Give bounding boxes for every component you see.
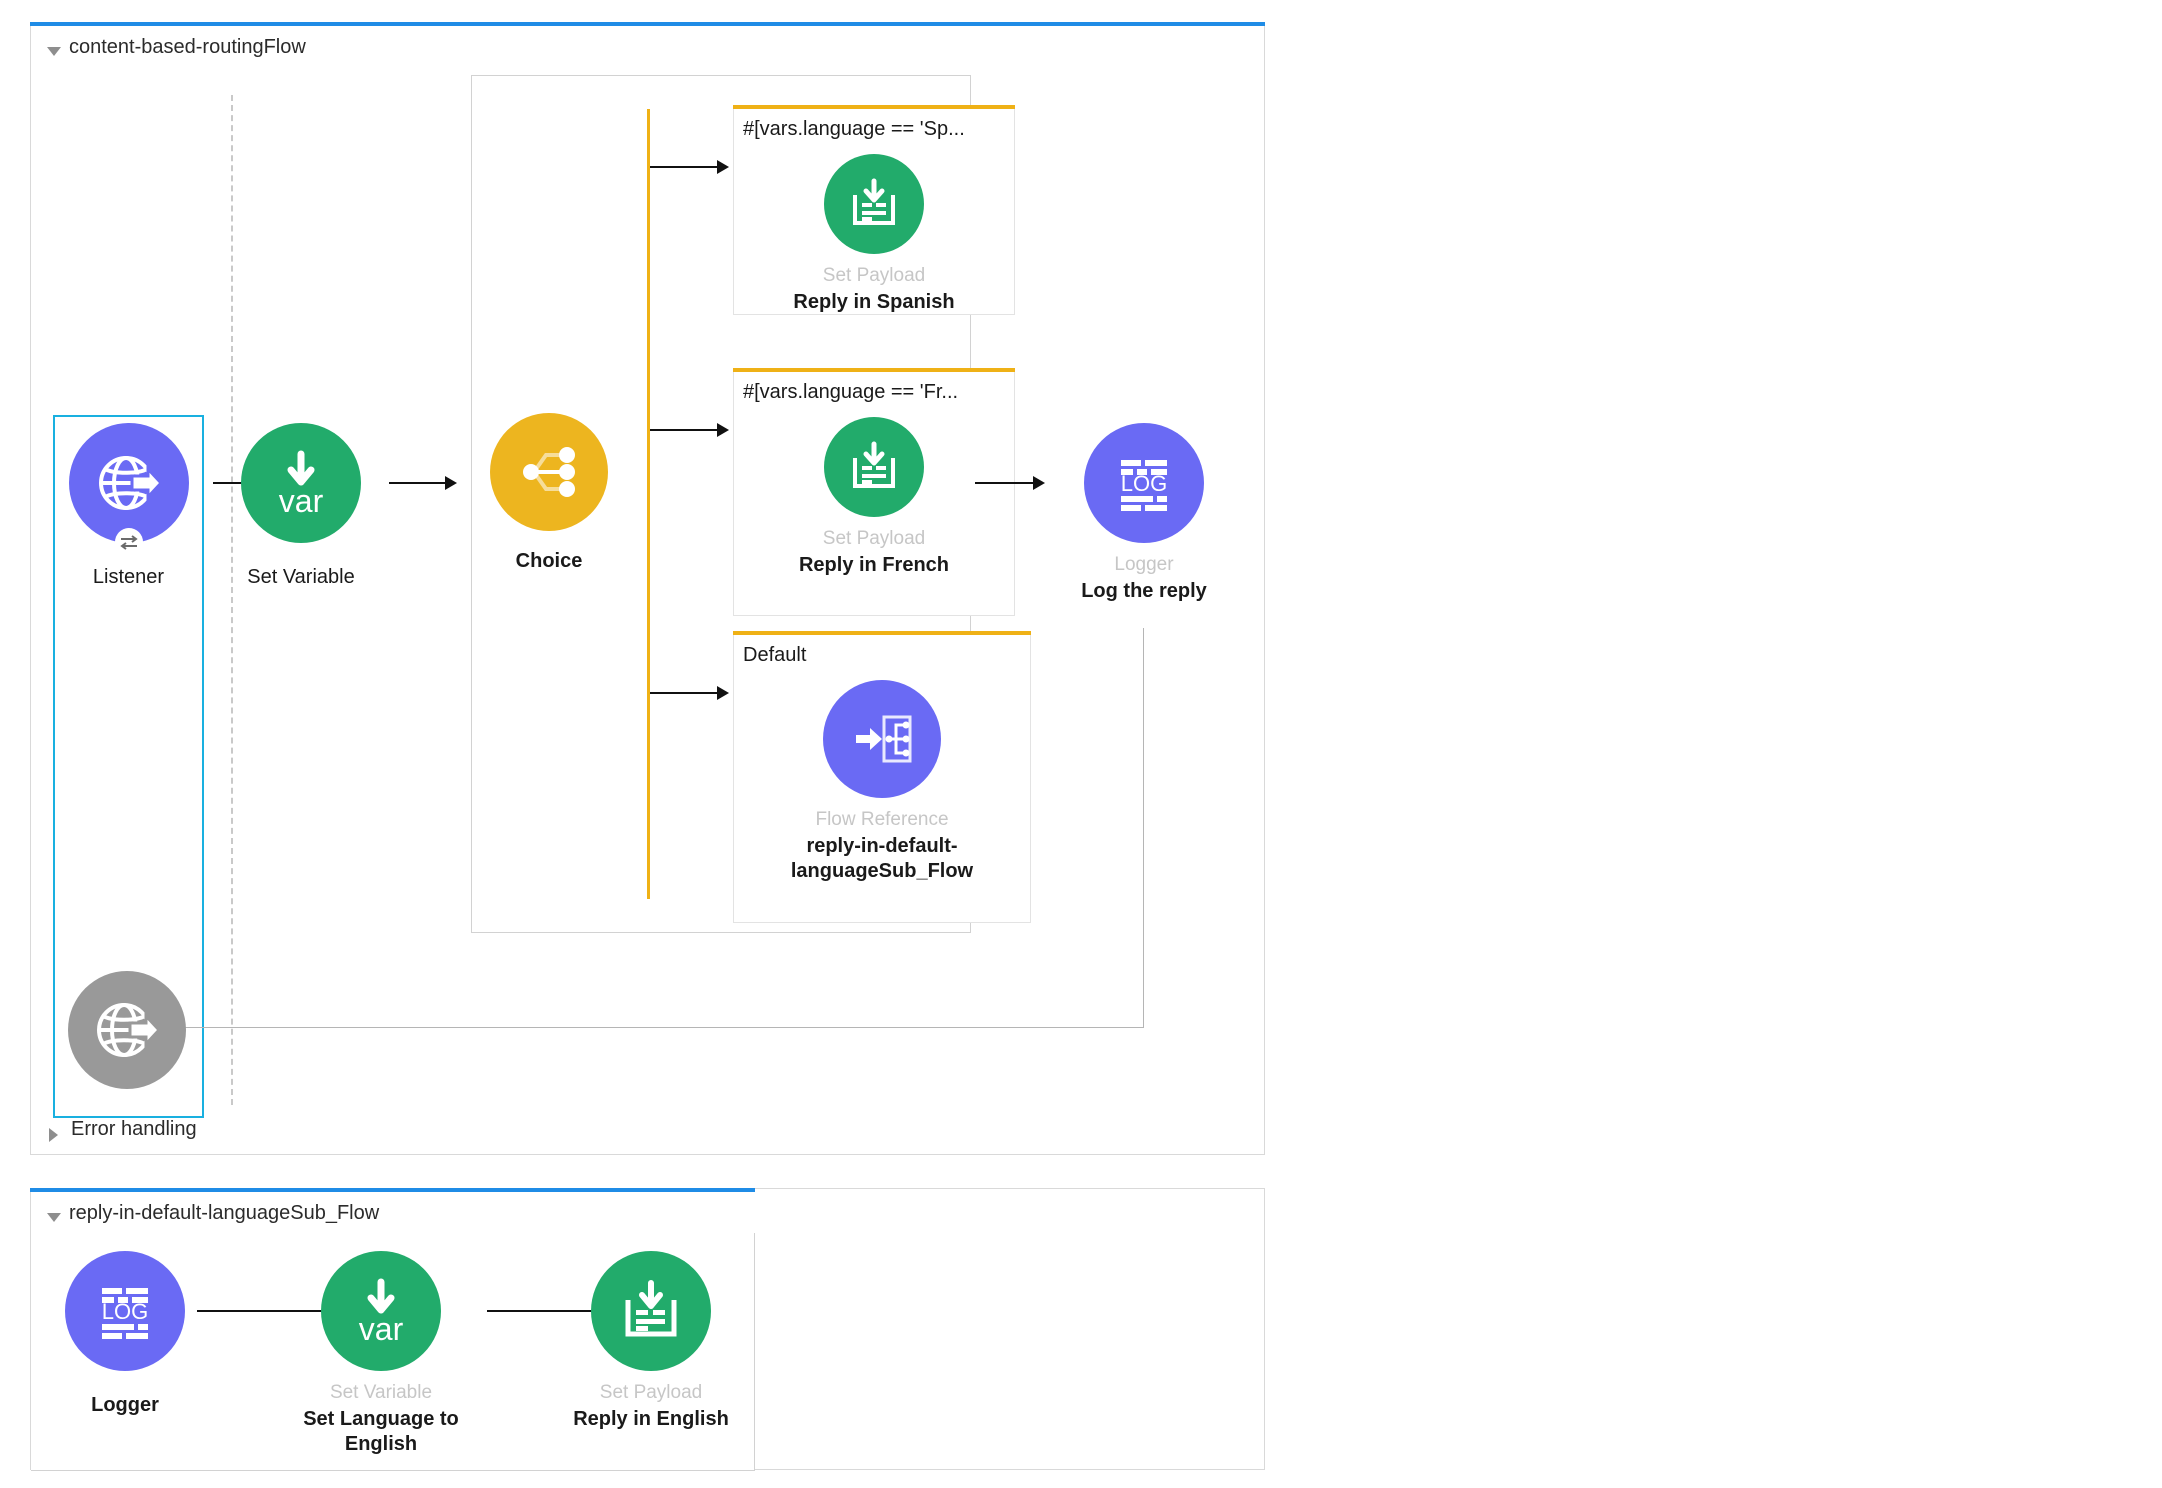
choice-router-icon [523,447,575,497]
sub-flow-accent-bar [30,1188,755,1192]
caret-right-icon[interactable] [49,1128,58,1142]
node-choice[interactable]: Choice [479,413,619,574]
arrowhead-choice-logger [1033,476,1045,490]
error-handling-label: Error handling [71,1118,197,1140]
subflow-logger-name: Logger [91,1394,159,1416]
source-divider [231,95,233,1105]
set-payload-circle-0 [824,154,924,254]
set-payload-name-0: Reply in Spanish [793,290,955,313]
main-flow-panel[interactable]: content-based-routingFlow [30,22,1265,1155]
sub-flow-title: reply-in-default-languageSub_Flow [69,1202,380,1224]
set-payload-circle-1 [824,417,924,517]
response-circle [68,971,186,1089]
route-condition-0: #[vars.language == 'Sp... [743,118,965,140]
logger-type: Logger [1114,554,1174,575]
node-set-payload-french[interactable]: Set Payload Reply in French [734,417,1014,578]
set-variable-var-icon: var [359,1278,404,1347]
logger-name: Log the reply [1081,579,1207,602]
subflow-logger-circle: LOG [65,1251,185,1371]
set-variable-circle: var [241,423,361,543]
listener-name: Listener [92,566,165,588]
svg-text:LOG: LOG [1121,471,1167,496]
sub-flow-panel[interactable]: reply-in-default-languageSub_Flow [30,1188,1265,1471]
main-flow-title: content-based-routingFlow [69,36,306,58]
node-subflow-set-payload[interactable]: Set Payload Reply in English [551,1251,751,1432]
node-set-payload-spanish[interactable]: Set Payload Reply in Spanish [734,154,1014,315]
connector-rail-route-0 [650,166,720,168]
node-set-variable[interactable]: var Set Variable [221,423,381,590]
choice-circle [490,413,608,531]
set-variable-name: Set Variable [247,566,355,588]
set-payload-icon [625,1280,677,1337]
route-card-0[interactable]: #[vars.language == 'Sp... Set Payload Re… [733,105,1015,315]
set-payload-icon [853,441,895,488]
subflow-set-payload-name: Reply in English [573,1407,729,1430]
subflow-set-variable-type: Set Variable [329,1382,433,1403]
choice-route-rail [647,109,650,899]
listener-connector-badge-icon [114,528,143,556]
subflow-set-payload-type: Set Payload [599,1382,703,1403]
route-card-1[interactable]: #[vars.language == 'Fr... Set Payload Re… [733,368,1015,616]
logger-circle: LOG [1084,423,1204,543]
logger-log-icon: LOG [1121,460,1167,511]
listener-circle [68,423,189,556]
listener-selection-box[interactable] [53,415,204,1118]
caret-down-icon[interactable] [47,47,61,56]
subflow-set-variable-circle: var [321,1251,441,1371]
subflow-set-payload-circle [591,1251,711,1371]
return-path-horizontal [175,1027,1144,1028]
flow-reference-type: Flow Reference [815,809,949,830]
choice-name: Choice [515,550,583,572]
subflow-set-variable-name-line2: English [344,1432,418,1455]
sub-flow-caret-down-icon[interactable] [47,1213,61,1222]
set-payload-icon [853,178,895,225]
node-subflow-logger[interactable]: LOG Logger [65,1251,185,1418]
flow-reference-name-line2: languageSub_Flow [790,859,974,882]
connector-setvariable-choice [389,482,447,484]
arrowhead-route-2 [717,686,729,700]
flow-reference-circle [823,680,941,798]
arrowhead-route-1 [717,423,729,437]
flow-reference-icon [856,715,912,763]
route-accent-1 [733,368,1015,372]
connector-rail-route-2 [650,692,720,694]
subflow-set-variable-name-line1: Set Language to [303,1407,459,1430]
http-response-globe-icon [97,1003,162,1057]
connector-subflow-0-1 [197,1310,327,1312]
svg-text:var: var [279,483,324,519]
return-path-vertical [1143,628,1144,1028]
flow-reference-name-line1: reply-in-default- [806,834,958,857]
set-payload-type-1: Set Payload [822,528,926,549]
node-logger[interactable]: LOG Logger Log the reply [1049,423,1239,604]
svg-text:var: var [359,1311,404,1347]
node-listener[interactable]: Listener [57,423,200,590]
node-flow-reference[interactable]: Flow Reference reply-in-default- languag… [734,680,1030,884]
set-variable-var-icon: var [279,450,324,519]
http-listener-globe-icon [98,456,163,510]
route-accent-0 [733,105,1015,109]
set-payload-type-0: Set Payload [822,265,926,286]
route-condition-1: #[vars.language == 'Fr... [743,381,959,403]
route-card-2[interactable]: Default [733,631,1031,923]
route-accent-2 [733,631,1031,635]
connector-rail-route-1 [650,429,720,431]
logger-log-icon: LOG [102,1288,148,1339]
connector-choice-logger [975,482,1035,484]
arrowhead-route-0 [717,160,729,174]
node-subflow-set-variable[interactable]: var Set Variable Set Language to English [286,1251,476,1457]
set-payload-name-1: Reply in French [798,553,950,576]
flow-panel-accent-bar [30,22,1265,26]
route-condition-2: Default [743,644,807,666]
node-http-response[interactable] [67,971,187,1089]
arrowhead-setvariable-choice [445,476,457,490]
connector-subflow-1-2 [487,1310,617,1312]
svg-text:LOG: LOG [102,1299,148,1324]
